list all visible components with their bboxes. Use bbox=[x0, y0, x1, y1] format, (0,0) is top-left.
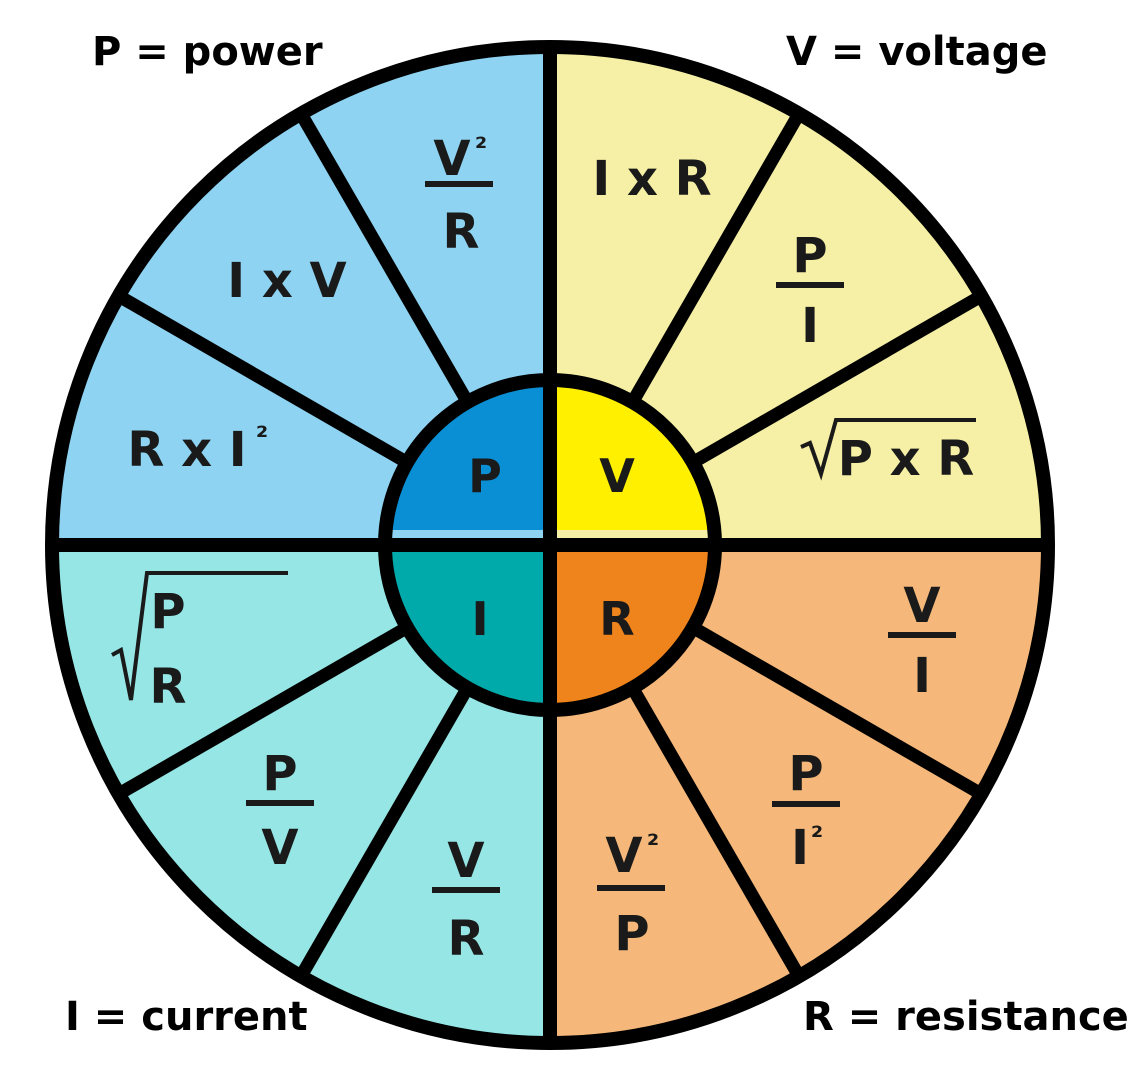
superscript: ² bbox=[475, 131, 487, 164]
hub-voltage bbox=[550, 381, 713, 530]
denominator: R bbox=[443, 204, 480, 260]
radicand: P x R bbox=[838, 431, 975, 487]
formula-text: R x I bbox=[127, 422, 246, 478]
fraction-bar bbox=[597, 885, 665, 891]
denominator: R bbox=[448, 911, 485, 967]
denominator: I bbox=[801, 298, 819, 354]
fraction-bar bbox=[772, 801, 840, 807]
numerator: V bbox=[605, 828, 642, 884]
formula-i-x-v: I x V bbox=[227, 253, 346, 309]
numerator: V bbox=[433, 131, 470, 187]
hub-current bbox=[387, 545, 550, 708]
fraction-bar bbox=[246, 800, 314, 806]
radical-sign bbox=[111, 571, 288, 701]
hub-label-r: R bbox=[599, 592, 634, 646]
denominator: V bbox=[261, 820, 298, 876]
superscript: ² bbox=[811, 820, 823, 853]
hub-label-p: P bbox=[468, 449, 502, 503]
formula-v2-over-r: V ² R bbox=[425, 131, 493, 260]
radical-sign bbox=[800, 418, 976, 481]
legend-power: P = power bbox=[92, 29, 323, 75]
numerator: P bbox=[788, 746, 823, 802]
divider-current-a bbox=[295, 684, 474, 980]
formula-v2-over-p: V ² P bbox=[597, 828, 665, 962]
numerator: V bbox=[903, 578, 940, 634]
legend-resistance: R = resistance bbox=[803, 994, 1129, 1040]
formula-p-over-v: P V bbox=[246, 746, 314, 876]
divider-resistance-a bbox=[689, 621, 985, 800]
current-quadrant bbox=[52, 545, 550, 1043]
fraction-bar bbox=[432, 887, 500, 893]
denominator: I bbox=[913, 648, 931, 704]
numerator: P bbox=[262, 746, 297, 802]
denominator: I bbox=[791, 820, 809, 876]
formula-i-x-r: I x R bbox=[592, 151, 711, 207]
hub-label-i: I bbox=[471, 592, 488, 646]
formula-p-over-i: P I bbox=[776, 228, 844, 354]
superscript: ² bbox=[256, 420, 268, 453]
resistance-quadrant bbox=[550, 545, 1048, 1043]
power-quadrant bbox=[52, 47, 550, 545]
legend-current: I = current bbox=[65, 994, 308, 1040]
hub-label-v: V bbox=[599, 449, 635, 503]
divider-voltage-b bbox=[689, 290, 985, 469]
formula-r-x-i2: R x I ² bbox=[127, 420, 268, 478]
denominator: P bbox=[614, 906, 649, 962]
formula-sqrt-p-over-r: P R bbox=[111, 571, 288, 715]
hub-resistance bbox=[550, 545, 713, 708]
legend-voltage: V = voltage bbox=[786, 29, 1047, 75]
numerator: P bbox=[792, 228, 827, 284]
hub-power bbox=[387, 381, 550, 530]
fraction-bar bbox=[888, 632, 956, 638]
divider-current-b bbox=[115, 621, 411, 800]
formula-v-over-i: V I bbox=[888, 578, 956, 704]
formula-sqrt-p-x-r: P x R bbox=[800, 418, 976, 487]
formula-p-over-i2: P I ² bbox=[772, 746, 840, 876]
denominator: R bbox=[150, 659, 187, 715]
numerator: V bbox=[447, 833, 484, 889]
divider-resistance-b bbox=[626, 684, 805, 980]
fraction-bar bbox=[425, 181, 493, 187]
numerator: P bbox=[150, 584, 185, 640]
formula-v-over-r: V R bbox=[432, 833, 500, 967]
divider-power-a bbox=[295, 110, 474, 406]
divider-voltage-a bbox=[626, 110, 805, 406]
divider-power-b bbox=[115, 290, 411, 469]
fraction-bar bbox=[776, 282, 844, 288]
superscript: ² bbox=[647, 828, 659, 861]
